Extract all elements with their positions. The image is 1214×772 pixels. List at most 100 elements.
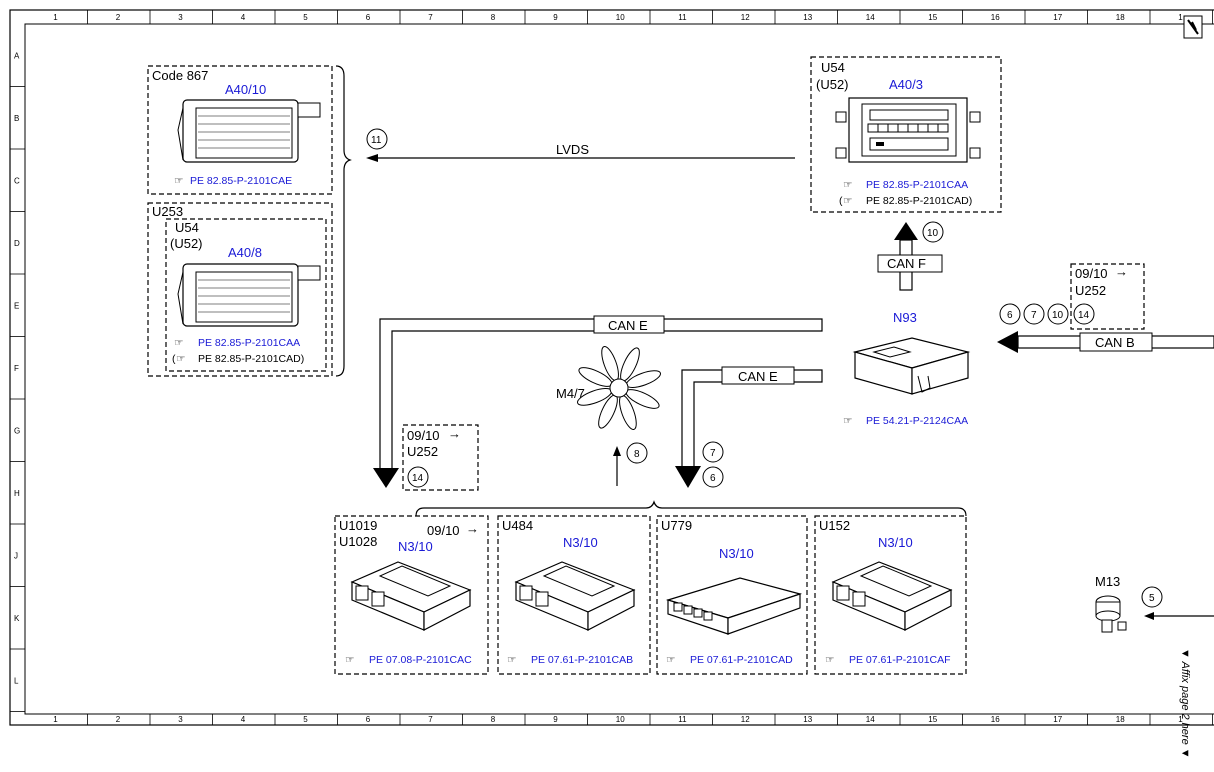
grid-column-label: 8 <box>491 13 496 22</box>
grid-column-label: 1 <box>53 715 58 724</box>
grid-column-label: 3 <box>178 715 183 724</box>
u252-right-box <box>1070 263 1145 330</box>
ecu-u779-ref: PE 07.61-P-2101CAD <box>690 654 793 666</box>
ref-icon: ☞ <box>174 337 183 349</box>
arrow-right-icon: → <box>466 521 479 536</box>
ecu-u1019-date: 09/10 <box>427 523 460 538</box>
marker-8-label: 8 <box>634 449 640 460</box>
marker-11 <box>366 128 388 150</box>
ecu-u1028-label: U1028 <box>339 534 377 549</box>
grid-column-label: 1 <box>1178 715 1183 724</box>
u252-mid-date: 09/10 <box>407 428 440 443</box>
a40-3-ref2: PE 82.85-P-2101CAD) <box>866 195 972 207</box>
marker-7b-label: 7 <box>710 448 716 459</box>
ecu-u152: U152 N3/10 ☞ PE 07.61-P-2101CAF <box>814 515 967 675</box>
grid-column-label: 12 <box>741 13 750 22</box>
n93-ref: PE 54.21-P-2124CAA <box>866 415 968 427</box>
display-unit-a40-8-icon <box>177 263 321 327</box>
grid-column-label: 10 <box>616 13 625 22</box>
grid-column-label: 16 <box>991 13 1000 22</box>
grid-column-label: 6 <box>366 13 371 22</box>
ecu-u484-id: N3/10 <box>563 535 598 550</box>
grid-row-label: C <box>14 176 20 185</box>
can-e1-box <box>593 315 665 334</box>
code867-label: Code 867 <box>152 68 208 83</box>
grid-column-label: 11 <box>678 13 687 22</box>
u253-label: U253 <box>152 204 183 219</box>
ref-icon: ☞ <box>174 175 183 187</box>
marker-6b-label: 6 <box>710 473 716 484</box>
grid-row-label: H <box>14 489 20 498</box>
marker-6 <box>999 303 1021 325</box>
grid-column-label: 18 <box>1116 715 1125 724</box>
ecu-u1019-label: U1019 <box>339 518 377 533</box>
u252-mid-label: U252 <box>407 444 438 459</box>
grid-row-label: J <box>14 551 18 560</box>
can-b-box <box>1079 332 1153 352</box>
n93-id: N93 <box>893 310 917 325</box>
frame-inner <box>24 23 1214 715</box>
marker-14b-label: 14 <box>412 473 424 484</box>
a40-3-u54-label: U54 <box>821 60 845 75</box>
ecu-u152-id: N3/10 <box>878 535 913 550</box>
grid-row-label: L <box>14 676 19 685</box>
grid-column-label: 9 <box>553 13 558 22</box>
u252-mid-box <box>402 424 479 491</box>
marker-11-label: 11 <box>371 135 382 146</box>
grid-column-label: 13 <box>803 715 812 724</box>
marker-6-label: 6 <box>1007 310 1013 321</box>
marker-7b <box>702 441 724 463</box>
grid-row-label: G <box>14 426 20 435</box>
ref-icon: ☞ <box>843 195 852 207</box>
u54-inner-box <box>165 218 327 372</box>
marker-6b <box>702 466 724 488</box>
ecu-u152-label: U152 <box>819 518 850 533</box>
ecu-u1019-ref: PE 07.08-P-2101CAC <box>369 654 472 666</box>
grid-column-label: 15 <box>928 715 937 724</box>
grid-row-label: E <box>14 301 19 310</box>
engine-ecu-icon <box>831 561 953 631</box>
can-b-arrowhead <box>997 331 1018 353</box>
can-b-label: CAN B <box>1095 335 1135 350</box>
arrow-right-icon: → <box>1115 264 1128 279</box>
frame-outer <box>9 9 1214 726</box>
marker-8 <box>626 442 648 464</box>
grid-column-label: 14 <box>866 13 875 22</box>
marker-14-label: 14 <box>1078 310 1090 321</box>
code867-box <box>147 65 333 195</box>
ref-icon: ☞ <box>825 654 834 666</box>
grid-column-label: 12 <box>741 715 750 724</box>
pump-m13-icon <box>1095 595 1127 633</box>
grid-column-label: 1 <box>1178 13 1183 22</box>
marker-14b <box>407 466 429 488</box>
grid-column-label: 3 <box>178 13 183 22</box>
ecu-u1019-id: N3/10 <box>398 539 433 554</box>
a40-3-id: A40/3 <box>889 77 923 92</box>
can-e1-label: CAN E <box>608 318 648 333</box>
code867-ref: PE 82.85-P-2101CAE <box>190 175 292 187</box>
u253-box <box>147 202 333 377</box>
lvds-arrowhead <box>366 154 378 162</box>
a40-10-id: A40/10 <box>225 82 266 97</box>
m13-arrowhead <box>1144 612 1154 620</box>
grid-row-label: K <box>14 614 20 623</box>
ref-icon: ☞ <box>843 179 852 191</box>
grid-column-label: 17 <box>1053 715 1062 724</box>
grid-row-label: B <box>14 114 19 123</box>
grid-column-label: 16 <box>991 715 1000 724</box>
grid-column-label: 6 <box>366 715 371 724</box>
can-e1-arrowhead <box>373 468 399 488</box>
marker-10b-label: 10 <box>1052 310 1064 321</box>
marker-7 <box>1023 303 1045 325</box>
marker-7-label: 7 <box>1031 310 1037 321</box>
grid-column-label: 4 <box>241 13 246 22</box>
marker-5 <box>1141 586 1163 608</box>
can-f-arrowhead <box>894 222 918 240</box>
m13-id: M13 <box>1095 574 1120 589</box>
control-module-icon <box>665 577 803 635</box>
marker-10-label: 10 <box>927 228 939 239</box>
can-f-label: CAN F <box>887 256 926 271</box>
ecu-u152-ref: PE 07.61-P-2101CAF <box>849 654 951 666</box>
u253-ref1: PE 82.85-P-2101CAA <box>198 337 300 349</box>
